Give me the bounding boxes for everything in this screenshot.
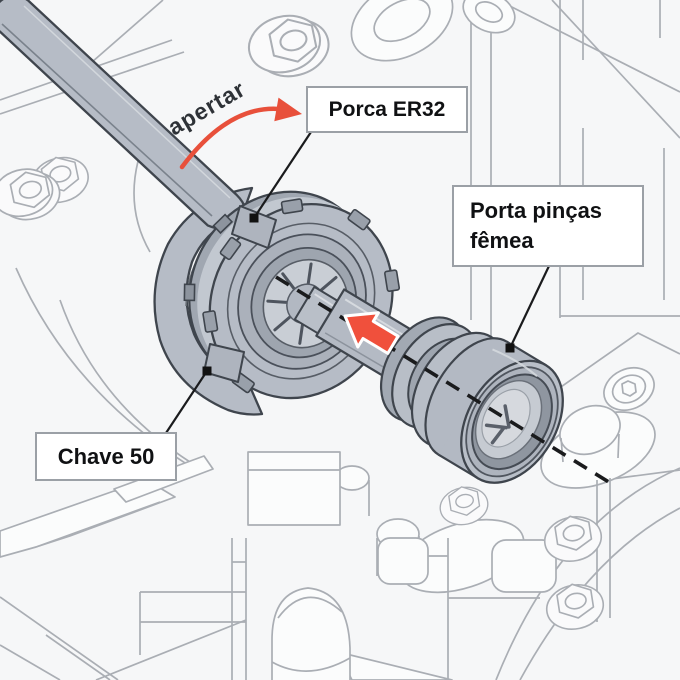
hex-bolt	[439, 486, 489, 526]
label-porta-line2: fêmea	[470, 228, 534, 253]
leader-porta-dot	[505, 343, 515, 353]
leader-chave-dot	[202, 366, 212, 376]
tighten-arrow-icon	[179, 97, 302, 170]
wrench-chave-50	[0, 0, 264, 416]
label-chave-50: Chave 50	[35, 432, 177, 481]
leader-porta-line	[509, 265, 550, 349]
insertion-arrow-icon	[343, 311, 400, 355]
bore-pins	[484, 404, 511, 445]
hex-bolt	[0, 168, 61, 221]
wrench-jaw	[153, 186, 264, 416]
hex-bolt	[545, 583, 605, 630]
spindle-ring	[350, 0, 454, 62]
label-porca-er32-text: Porca ER32	[328, 97, 446, 121]
axis-centerline	[275, 275, 613, 486]
label-porta-line1: Porta pinças	[470, 198, 603, 223]
hex-bolt	[247, 14, 330, 78]
socket-screw	[603, 366, 655, 412]
leader-porca-line	[253, 131, 312, 219]
leader-chave-line	[165, 370, 208, 434]
label-porca-er32: Porca ER32	[306, 86, 468, 133]
nut-castellations	[183, 198, 401, 394]
label-porta-pincas-femea: Porta pinças fêmea	[452, 185, 644, 267]
leader-lines	[165, 131, 550, 434]
wrench-teeth	[203, 205, 277, 383]
hex-bolt	[543, 515, 603, 562]
label-chave-50-text: Chave 50	[57, 443, 155, 469]
leader-porca-dot	[249, 213, 259, 223]
